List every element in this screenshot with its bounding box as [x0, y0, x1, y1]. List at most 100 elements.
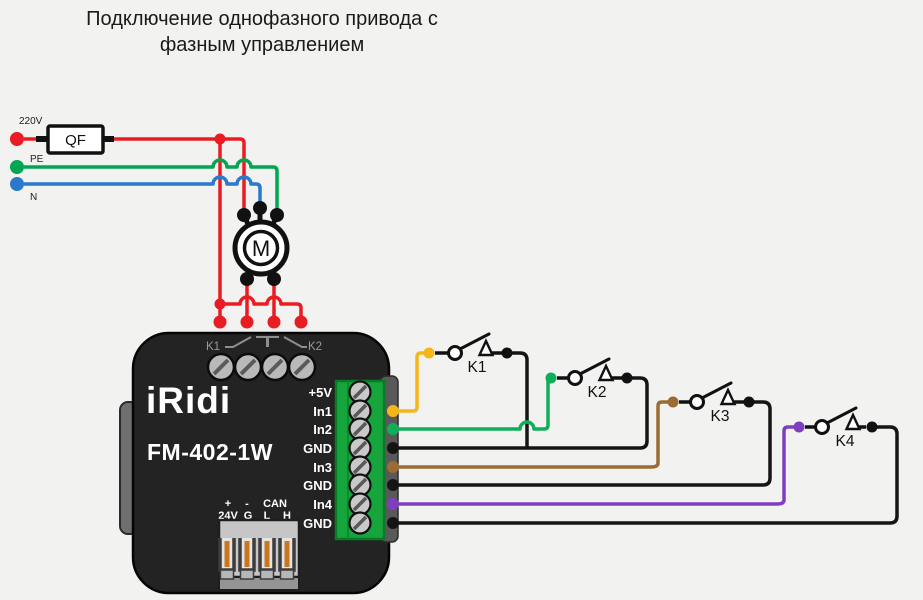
switch-label: K4	[836, 433, 855, 450]
bus-label-h: H	[283, 510, 291, 522]
switch-label: K2	[588, 384, 607, 401]
switch-contact-circle	[814, 419, 830, 435]
terminal-screw	[348, 399, 372, 423]
relay-screw	[287, 352, 317, 382]
switch-lever	[700, 381, 733, 400]
switch-k1: K1	[423, 332, 513, 376]
bus-label-plus: +	[225, 498, 231, 510]
phase-wire-rail	[112, 137, 246, 210]
bus-label-l: L	[264, 510, 271, 522]
motor-terminal-dot	[267, 272, 281, 286]
wire-end-dot	[267, 315, 281, 329]
terminal-screw	[348, 473, 372, 497]
switch-label: K3	[711, 408, 730, 425]
device-relay-k2-label: K2	[308, 341, 322, 353]
switch-label: K1	[468, 359, 487, 376]
motor-terminal-dot	[240, 272, 254, 286]
switch-contact-circle	[447, 345, 463, 361]
connector-pin	[258, 538, 276, 580]
wire-end-dot	[240, 315, 254, 329]
relay-screw	[206, 352, 236, 382]
relay-screw	[233, 352, 263, 382]
terminal-screw	[348, 417, 372, 441]
pe-wire-rail	[24, 158, 279, 211]
pe-label: PE	[30, 154, 44, 165]
motor-terminal-dot	[270, 208, 284, 222]
relay-screw	[260, 352, 290, 382]
connector-pin	[218, 538, 236, 580]
phase-source-dot	[10, 132, 24, 146]
switch-k2: K2	[545, 357, 633, 401]
switch-lever	[578, 357, 611, 376]
terminal-label-gnd2: GND	[303, 478, 332, 493]
motor-terminal-dot	[253, 201, 267, 215]
bus-label-minus: -	[245, 498, 249, 510]
neutral-source-dot	[10, 177, 24, 191]
k1-return-wire	[507, 351, 529, 448]
switch-lever	[825, 406, 858, 425]
pe-source-dot	[10, 160, 24, 174]
in3-feed-wire	[393, 400, 671, 469]
switch-arrow	[477, 338, 495, 357]
input-terminal-screws	[348, 380, 372, 535]
switch-arrow	[597, 363, 615, 382]
terminal-label-in4: In4	[313, 497, 333, 512]
device-model-label: FM-402-1W	[147, 439, 273, 465]
terminal-screw	[348, 511, 372, 535]
neutral-wire-rail	[24, 175, 262, 206]
breaker-qf-box	[46, 124, 105, 155]
connector-pin	[278, 538, 296, 580]
terminal-screw	[348, 436, 372, 460]
switch-arrow	[844, 412, 862, 431]
brand-logo-text: iRidi	[146, 380, 231, 421]
in4-feed-wire	[393, 425, 797, 506]
can-connector-base-strip	[218, 576, 300, 591]
gnd2-wire-k3-return	[393, 400, 772, 487]
switch-output-dot	[743, 396, 755, 408]
switch-feed-dot	[423, 347, 435, 359]
terminal-screw	[348, 492, 372, 516]
terminal-label-in1: In1	[313, 404, 332, 419]
switch-lever	[458, 332, 491, 351]
terminal-label-gnd1: GND	[303, 441, 332, 456]
motor-label: M	[252, 236, 270, 261]
phase-junction-dot-top	[214, 133, 226, 145]
relay-screw-terminals	[206, 352, 317, 382]
bus-label-can: CAN	[263, 498, 287, 510]
relay-contact-glyph-k2	[266, 336, 307, 348]
switch-feed-dot	[793, 421, 805, 433]
motor-inner-circle	[242, 229, 280, 267]
in1-feed-wire	[393, 351, 426, 413]
motor-terminal-dot	[237, 208, 251, 222]
switch-k4: K4	[793, 406, 878, 450]
switch-k3: K3	[667, 381, 755, 425]
switch-contact-circle	[567, 370, 583, 386]
diagram-title-line2: фазным управлением	[160, 34, 364, 56]
terminal-label-in3: In3	[313, 460, 332, 475]
switch-output-dot	[621, 372, 633, 384]
gnd3-wire-k4-return	[393, 425, 899, 525]
wire-end-dot	[213, 315, 227, 329]
connector-pin	[238, 538, 256, 580]
switch-feed-dot	[667, 396, 679, 408]
switch-output-dot	[866, 421, 878, 433]
bus-label-g: G	[244, 510, 253, 522]
terminal-label-gnd3: GND	[303, 516, 332, 531]
device-relay-k1-label: K1	[206, 341, 220, 353]
terminal-screw	[348, 380, 372, 404]
phase-junction-dot-bottom	[214, 298, 226, 310]
gnd1-wire-k2-return	[393, 376, 649, 450]
can-connector-pins	[218, 538, 296, 580]
terminal-label-in2: In2	[313, 422, 332, 437]
voltage-label: 220V	[19, 116, 43, 127]
neutral-label: N	[30, 192, 37, 203]
switch-contact-circle	[689, 394, 705, 410]
breaker-qf-label: QF	[65, 132, 86, 149]
diagram-title-line1: Подключение однофазного привода с	[86, 8, 438, 30]
switch-output-dot	[501, 347, 513, 359]
terminal-label-5v: +5V	[309, 385, 333, 400]
switch-arrow	[719, 387, 737, 406]
switch-feed-dot	[545, 372, 557, 384]
